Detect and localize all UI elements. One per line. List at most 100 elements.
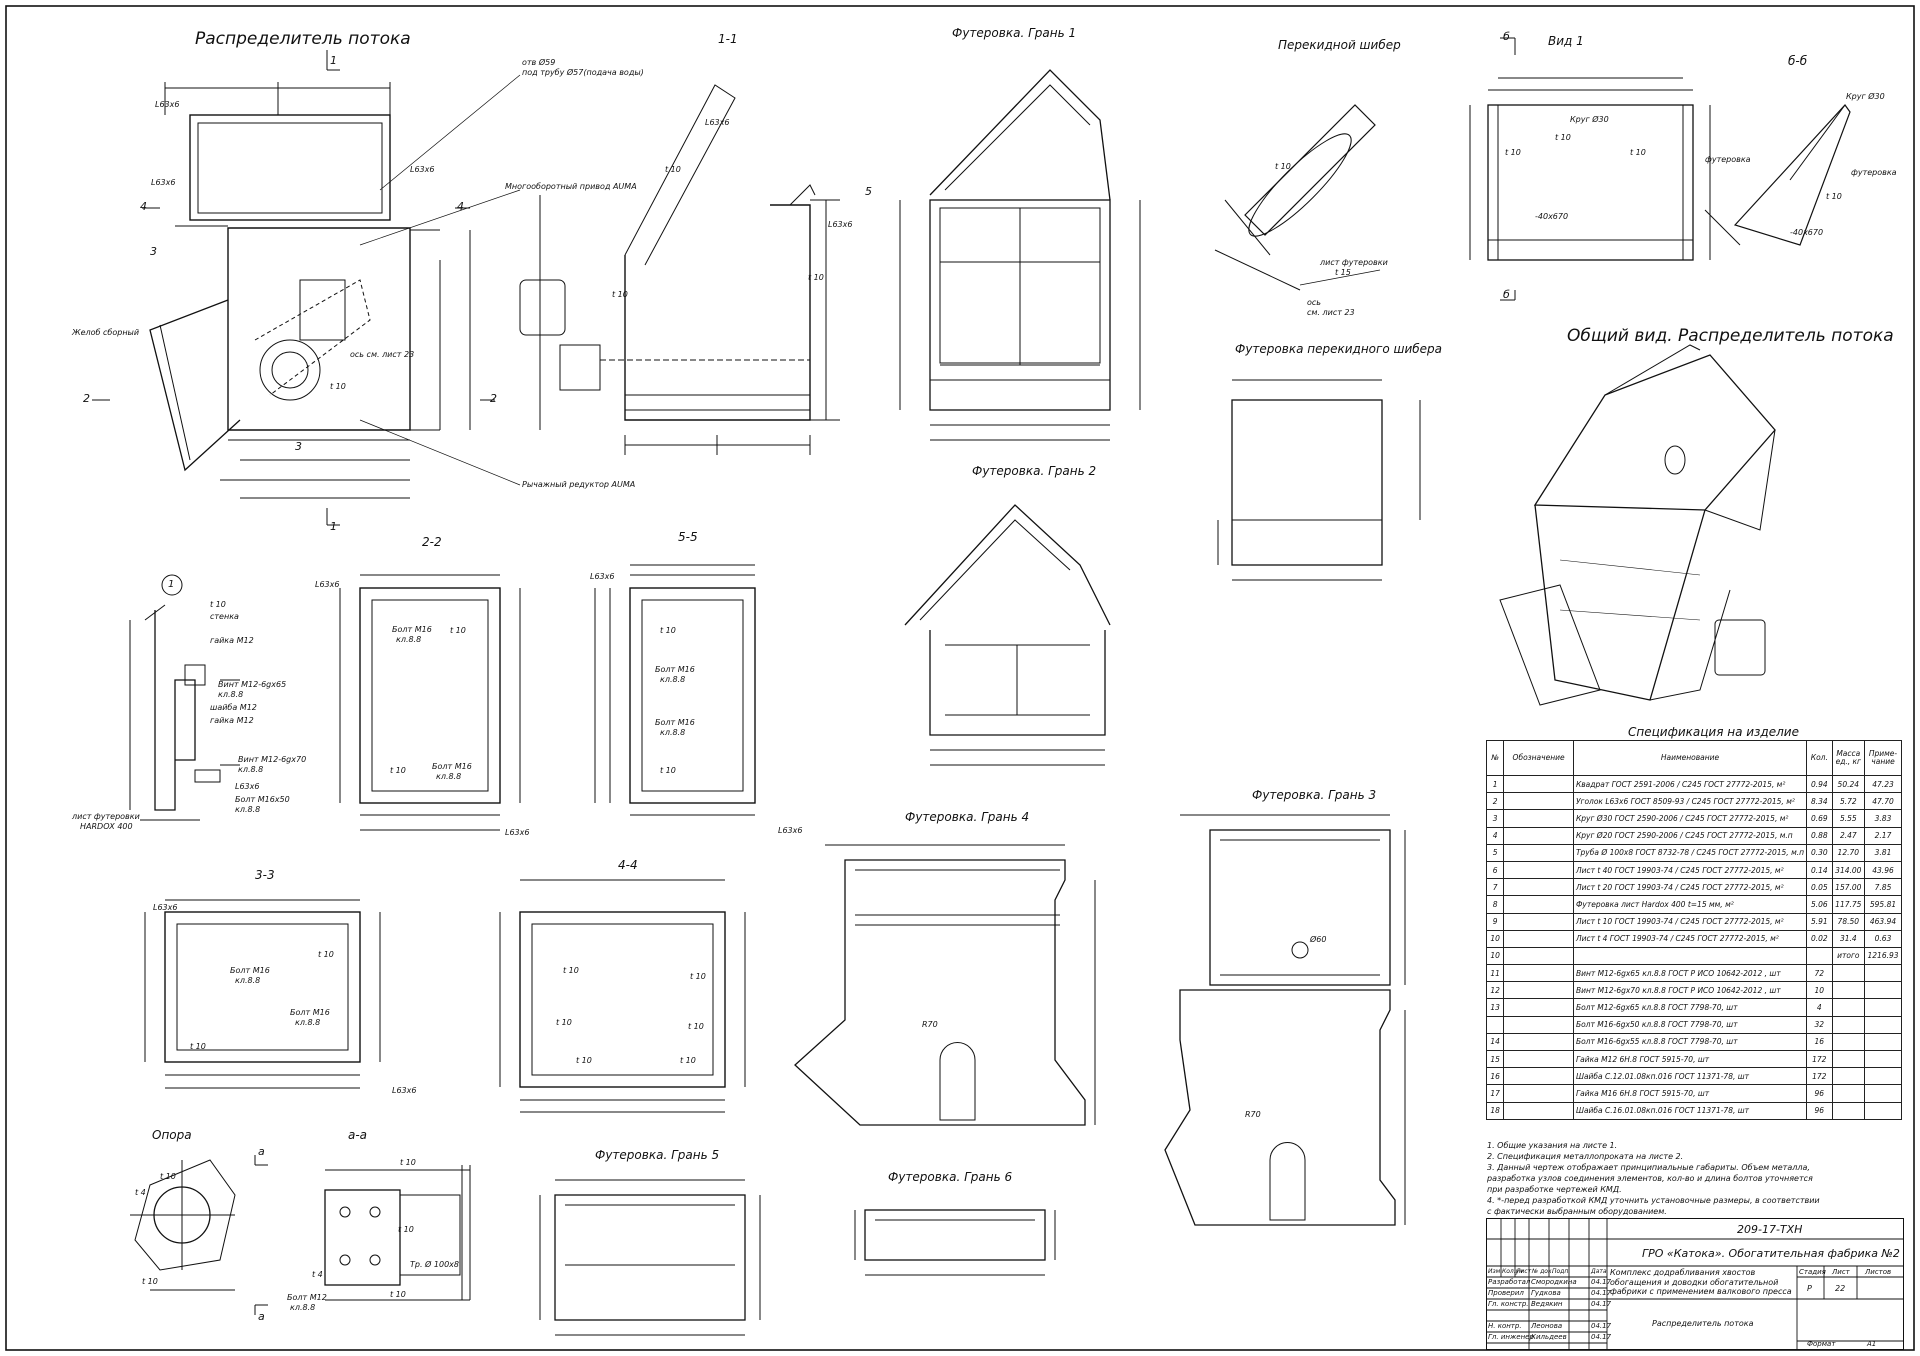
section-mark-4-right: 4 — [457, 200, 464, 213]
title-support: Опора — [152, 1128, 192, 1142]
s44-t10-1: t 10 — [563, 966, 579, 975]
s55-class-2: кл.8.8 — [660, 728, 686, 737]
spec-cell-designation — [1503, 998, 1574, 1017]
aa-pipe: Тр. Ø 100х8 — [410, 1260, 459, 1269]
callout-lining-sheet: лист футеровки — [1320, 258, 1388, 267]
spec-cell-name: Лист t 20 ГОСТ 19903-74 / С245 ГОСТ 2777… — [1572, 878, 1808, 897]
spec-cell-designation — [1503, 792, 1574, 811]
spec-cell-designation — [1503, 826, 1574, 845]
spec-cell-name: Болт М16-6gх55 кл.8.8 ГОСТ 7798-70, шт — [1572, 1032, 1808, 1052]
spec-cell-mass — [1831, 998, 1866, 1017]
spec-cell-no: 17 — [1485, 1084, 1505, 1103]
spec-cell-qty: 0.88 — [1806, 826, 1833, 845]
label-angle-2: L63х6 — [151, 178, 176, 187]
spec-cell-no: 7 — [1485, 878, 1505, 897]
s33-t10-2: t 10 — [190, 1042, 206, 1051]
spec-cell-note: 595.81 — [1864, 895, 1902, 914]
label-t10-s11-c: t 10 — [808, 273, 824, 282]
stamp-date-1: 04.17 — [1591, 1278, 1612, 1286]
spec-cell-no: 5 — [1485, 843, 1505, 862]
spec-cell-note — [1864, 981, 1902, 1000]
view-vid-1 — [1469, 37, 1711, 301]
view-section-3-3 — [144, 899, 381, 1089]
spec-cell-mass: 5.55 — [1831, 809, 1866, 828]
stamp-format: А1 — [1867, 1340, 1877, 1348]
spec-cell-no: 10 — [1485, 946, 1505, 966]
s55-t10-1: t 10 — [660, 626, 676, 635]
callout-strip-vid1: -40х670 — [1535, 212, 1569, 221]
spec-cell-note: 463.94 — [1864, 912, 1902, 931]
spec-cell-designation — [1503, 1049, 1574, 1069]
title-section-5-5: 5-5 — [678, 530, 698, 544]
stamp-stadia: Р — [1807, 1284, 1812, 1293]
opora-t10-1: t 10 — [160, 1172, 176, 1181]
spec-row: 14 Болт М16-6gх55 кл.8.8 ГОСТ 7798-70, шт… — [1485, 1032, 1902, 1052]
title-section-1-1: 1-1 — [718, 32, 738, 46]
spec-cell-qty: 0.69 — [1806, 809, 1833, 828]
section-mark-b-bottom: б — [1503, 288, 1510, 301]
spec-cell-mass: 117.75 — [1831, 895, 1866, 914]
s33-t10-1: t 10 — [318, 950, 334, 959]
s44-t10-4: t 10 — [688, 1022, 704, 1031]
s33-bolt-2: Болт М16 — [290, 1008, 330, 1017]
s22-class-2: кл.8.8 — [436, 772, 462, 781]
label-t10-vid1-b: t 10 — [1555, 133, 1571, 142]
stamp-h-listov: Листов — [1865, 1268, 1892, 1276]
detail-1-nut-1: гайка М12 — [210, 636, 254, 645]
spec-cell-note — [1864, 1084, 1902, 1103]
s33-bolt-1: Болт М16 — [230, 966, 270, 975]
detail-1-nut-2: гайка М12 — [210, 716, 254, 725]
specification-table: № Обозначение Наименование Кол. Масса ед… — [1485, 740, 1902, 1120]
aa-t10-2: t 10 — [398, 1225, 414, 1234]
view-main — [92, 50, 521, 526]
view-section-4-4 — [499, 879, 746, 1113]
s55-angle: L63х6 — [590, 572, 615, 581]
spec-cell-qty: 5.91 — [1806, 912, 1833, 931]
stamp-name-3: Ведякин — [1531, 1300, 1563, 1308]
section-mark-5: 5 — [865, 185, 872, 198]
s44-t10-5: t 10 — [576, 1056, 592, 1065]
spec-cell-mass: итого — [1831, 946, 1866, 966]
spec-cell-qty: 0.94 — [1806, 774, 1833, 794]
detail-1-class-3: кл.8.8 — [235, 805, 261, 814]
stamp-name-2: Гудкова — [1531, 1289, 1561, 1297]
spec-cell-qty: 96 — [1806, 1084, 1833, 1103]
label-t10-s11-b: t 10 — [612, 290, 628, 299]
view-lining-face-3 — [1164, 814, 1406, 1226]
s55-class-1: кл.8.8 — [660, 675, 686, 684]
label-t10-main: t 10 — [330, 382, 346, 391]
callout-water-pipe: под трубу Ø57(подача воды) — [522, 68, 644, 77]
s22-bolt-1: Болт М16 — [392, 625, 432, 634]
callout-round-bar-bb: Круг Ø30 — [1846, 92, 1885, 101]
view-lining-face-6 — [854, 1209, 1056, 1276]
callout-axis: ось см. лист 23 — [350, 350, 415, 359]
spec-cell-no: 4 — [1485, 826, 1505, 845]
stamp-role-4: Н. контр. — [1488, 1322, 1522, 1330]
f4-radius: R70 — [922, 1020, 938, 1029]
callout-round-bar-vid1: Круг Ø30 — [1570, 115, 1609, 124]
spec-cell-note: 3.83 — [1864, 809, 1902, 828]
spec-col-qty: Кол. — [1806, 740, 1833, 776]
note-line: разработка узлов соединения элементов, к… — [1487, 1174, 1813, 1183]
spec-cell-mass: 50.24 — [1831, 774, 1866, 794]
spec-cell-designation — [1503, 981, 1574, 1000]
s22-bolt-2: Болт М16 — [432, 762, 472, 771]
spec-cell-no: 14 — [1485, 1032, 1505, 1052]
label-angle-s11: L63х6 — [705, 118, 730, 127]
spec-cell-mass — [1831, 1067, 1866, 1086]
title-section-4-4: 4-4 — [618, 858, 638, 872]
title-vid-1: Вид 1 — [1548, 34, 1584, 48]
spec-cell-mass — [1831, 964, 1866, 983]
spec-cell-note: 47.23 — [1864, 774, 1902, 794]
s22-angle: L63х6 — [315, 580, 340, 589]
spec-cell-name: Лист t 4 ГОСТ 19903-74 / С245 ГОСТ 27772… — [1572, 929, 1808, 948]
stamp-sheet-no: 22 — [1835, 1284, 1846, 1293]
title-lining-face-2: Футеровка. Грань 2 — [972, 464, 1097, 478]
